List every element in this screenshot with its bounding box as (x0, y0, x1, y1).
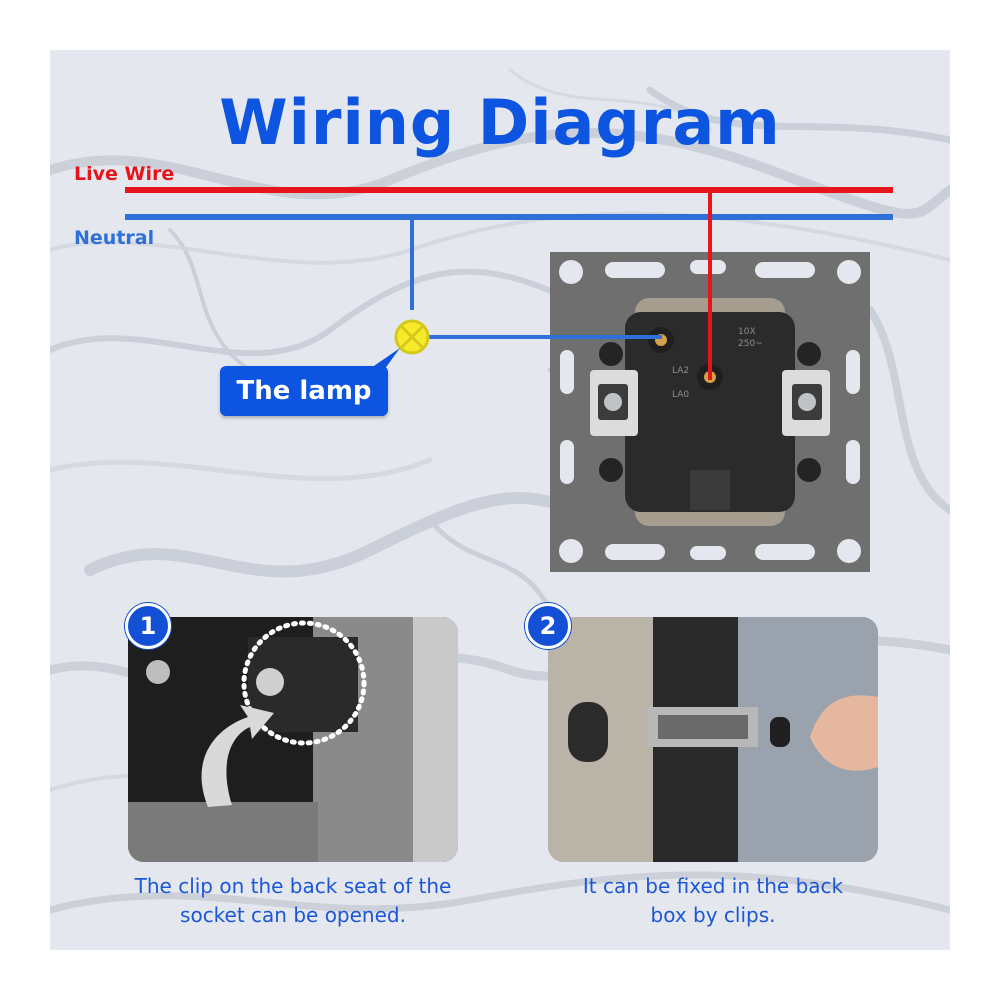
socket-body (590, 298, 830, 526)
lamp-label: The lamp (220, 366, 388, 416)
step-2-badge: 2 (525, 603, 571, 649)
terminal-mark-la2: LA2 (672, 366, 689, 376)
step-1-photo (128, 617, 458, 862)
highlight-circle (241, 620, 367, 746)
terminal-mark-la0: LA0 (672, 390, 689, 400)
curved-arrow-icon (201, 705, 274, 807)
finger-icon (810, 695, 878, 771)
step-2-caption: It can be fixed in the back box by clips… (582, 874, 844, 927)
lamp-pointer (368, 348, 400, 370)
step-1-caption: The clip on the back seat of the socket … (134, 874, 452, 927)
rating-mark-voltage: 250~ (738, 339, 763, 349)
step-2-photo (548, 617, 878, 862)
live-wire-label: Live Wire (74, 163, 175, 185)
rating-mark-current: 10X (738, 327, 756, 337)
wiring-diagram: LA2 LA0 10X 250~ (125, 187, 893, 572)
lamp-icon (394, 319, 430, 355)
step-1-badge: 1 (125, 603, 171, 649)
diagram-canvas: Wiring Diagram Live Wire Neutral (50, 50, 950, 950)
neutral-wire-label: Neutral (74, 227, 155, 249)
page-title: Wiring Diagram (219, 86, 781, 159)
